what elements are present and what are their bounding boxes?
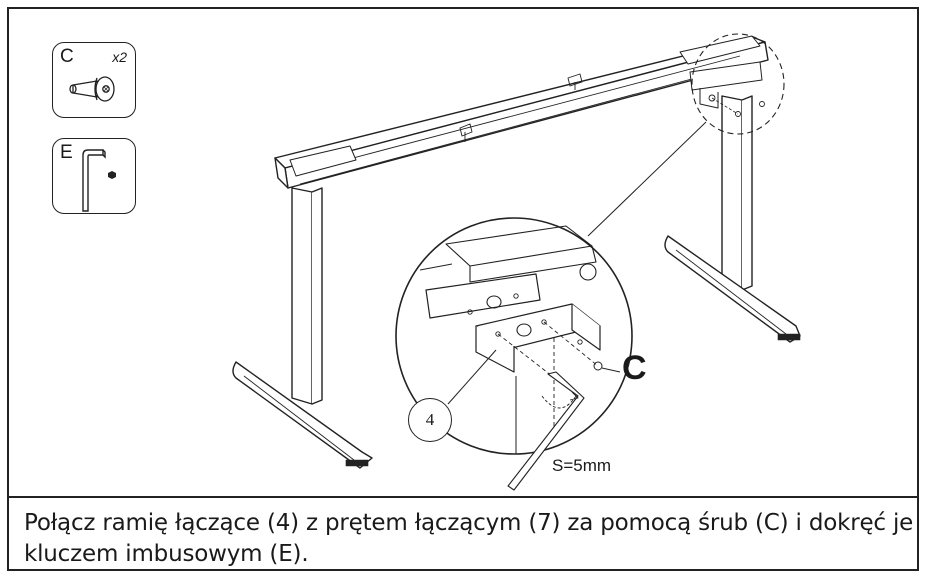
screw-icon	[69, 76, 115, 102]
right-leg	[721, 95, 743, 291]
part-e-letter: E	[60, 142, 73, 163]
part-c-letter: C	[60, 46, 74, 67]
caption-divider	[9, 496, 919, 498]
detail-marker	[691, 33, 785, 135]
part-e-box: E	[52, 138, 136, 214]
part-c-quantity: x2	[112, 49, 127, 65]
screw-callout-label: C	[622, 349, 647, 387]
part-c-box: C x2	[52, 42, 136, 118]
part-number-bubble: 4	[408, 398, 452, 442]
left-leg	[291, 187, 313, 405]
instruction-frame	[7, 7, 919, 571]
instruction-text: Połącz ramię łączące (4) z prętem łącząc…	[24, 510, 914, 567]
hex-key-icon	[82, 149, 116, 212]
tool-size-label: S=5mm	[552, 456, 612, 475]
